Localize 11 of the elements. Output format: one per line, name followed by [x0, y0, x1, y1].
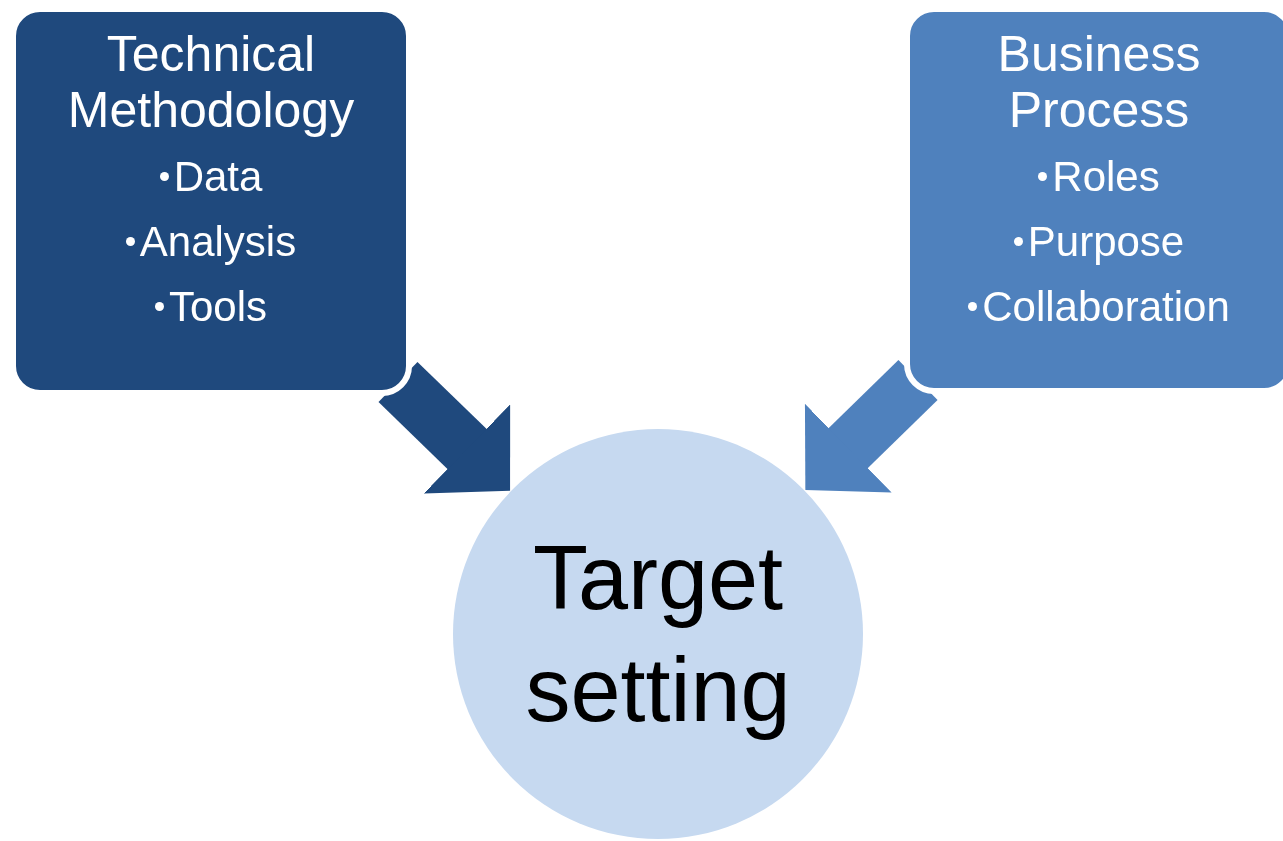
box-heading: Technical Methodology: [66, 26, 356, 138]
bullet-item: Data: [159, 144, 263, 209]
bullet-item: Tools: [154, 274, 268, 339]
bullet-item: Analysis: [125, 209, 297, 274]
bullet-item: Roles: [1038, 144, 1160, 209]
block-arrow: [378, 361, 511, 494]
circle-label: Target setting: [524, 527, 792, 742]
bullet-item: Purpose: [1013, 209, 1185, 274]
bullet-item: Collaboration: [968, 274, 1230, 339]
block-arrow: [804, 360, 938, 493]
box-heading: Business Process: [996, 26, 1202, 138]
